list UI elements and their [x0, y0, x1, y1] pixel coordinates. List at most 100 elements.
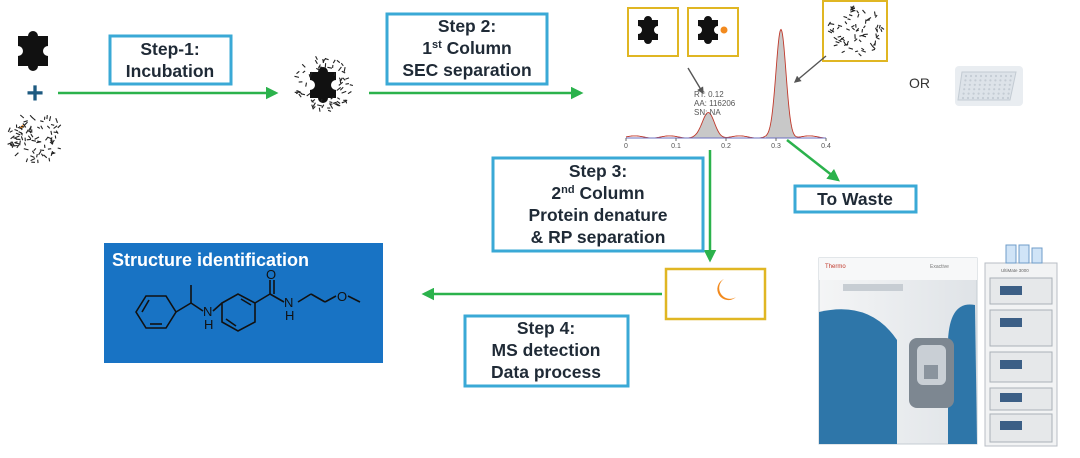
- chromatogram-trace: [625, 28, 826, 139]
- ligand-mark: [846, 28, 850, 31]
- ligand-mark: [298, 93, 302, 98]
- ligand-mark: [17, 126, 23, 130]
- ligand-mark: [850, 24, 855, 28]
- plate-well: [1009, 79, 1012, 82]
- ligand-mark: [30, 158, 36, 162]
- plate-well: [994, 74, 998, 78]
- ligand-mark: [872, 46, 876, 50]
- plate-well: [967, 92, 970, 95]
- ligand-mark: [23, 121, 28, 126]
- ms-brand-label: Thermo: [825, 264, 846, 270]
- ligand-mark: [880, 28, 883, 32]
- ligand-mark: [857, 13, 860, 18]
- plate-well: [968, 83, 971, 86]
- ligand-mark: [317, 104, 323, 107]
- amine-n-label: N: [203, 304, 212, 319]
- ligand-mark: [342, 77, 346, 81]
- ligand-mark: [850, 8, 855, 12]
- ligand-mark: [327, 66, 333, 69]
- ligand-mark: [50, 130, 53, 135]
- lc-brand-label: UltiMate 3000: [1001, 268, 1029, 273]
- ligand-mark: [873, 11, 876, 17]
- ligand-mark: [308, 74, 311, 78]
- plate-well: [979, 79, 982, 82]
- ligand-mark: [305, 82, 308, 87]
- microplate-icon: [955, 66, 1023, 106]
- ligand-mark: [341, 100, 347, 104]
- plate-well: [999, 74, 1003, 78]
- ligand-mark: [332, 59, 336, 64]
- ligand-mark: [31, 117, 36, 121]
- protein-thumb-icon: [638, 16, 658, 44]
- plate-well: [1007, 92, 1010, 95]
- plus-sign: +: [26, 77, 44, 110]
- arrow-to-waste: [786, 139, 840, 182]
- ligand-mark: [50, 150, 54, 157]
- plate-well: [994, 79, 997, 82]
- ligand-mark: [25, 129, 29, 134]
- ligand-mark: [53, 125, 58, 129]
- ligand-mark: [863, 25, 866, 29]
- ligand-mark: [327, 109, 332, 112]
- amide-n-label: N: [284, 295, 293, 310]
- ligand-mark: [15, 135, 20, 139]
- step1-label: Incubation: [126, 61, 214, 81]
- ligand-mark: [829, 29, 835, 33]
- plate-well: [996, 96, 1000, 100]
- ligand-mark: [335, 103, 341, 107]
- step4-box: [463, 314, 630, 388]
- ligand-mark: [294, 75, 300, 78]
- ligand-mark: [339, 79, 342, 84]
- ligand-mark: [315, 56, 318, 61]
- step3-rp-label: & RP separation: [531, 227, 666, 247]
- plate-well: [983, 83, 986, 86]
- chromatogram-peak-area: [766, 29, 796, 138]
- plate-well: [972, 92, 975, 95]
- ligand-mark: [833, 44, 838, 47]
- ligand-mark: [300, 93, 306, 96]
- ligand-mark: [843, 43, 849, 46]
- ligand-mark: [47, 148, 52, 150]
- plate-well: [1004, 79, 1007, 82]
- ligand-mark: [843, 15, 848, 19]
- plate-well: [1003, 88, 1006, 91]
- ligand-mark: [48, 116, 52, 122]
- plate-well: [1006, 96, 1010, 100]
- step4-title: Step 4:: [517, 318, 575, 338]
- plate-well: [989, 79, 992, 82]
- protein-puzzle-icon: [18, 31, 48, 71]
- ligand-mark: [855, 27, 860, 32]
- structure-panel: Structure identification N H N H O O: [104, 243, 383, 363]
- ligand-mark: [861, 49, 866, 53]
- ligand-library-icon: [7, 114, 62, 164]
- plate-well: [977, 92, 980, 95]
- x-tick-label: 0.3: [771, 143, 781, 150]
- ligand-mark: [28, 126, 32, 131]
- plate-well: [1002, 92, 1005, 95]
- ligand-mark: [11, 143, 14, 148]
- plate-well: [987, 92, 990, 95]
- plate-well: [973, 88, 976, 91]
- ligand-mark: [27, 135, 32, 140]
- ligand-mark: [333, 72, 336, 77]
- plate-well: [998, 88, 1001, 91]
- ligand-mark: [858, 53, 862, 57]
- ligand-mark: [859, 34, 865, 37]
- ligand-mark: [837, 35, 842, 38]
- ligand-mark: [329, 104, 334, 109]
- ligand-mark: [853, 38, 858, 42]
- ligand-mark: [10, 135, 15, 140]
- ligand-mark: [861, 29, 864, 33]
- ligand-mark: [848, 14, 853, 17]
- step3-title: Step 3:: [569, 161, 627, 181]
- ligand-mark: [874, 40, 877, 46]
- plate-well: [993, 83, 996, 86]
- ligand-mark: [12, 144, 18, 147]
- plate-well: [991, 96, 995, 100]
- peak-sn: SN: NA: [694, 108, 721, 117]
- ligand-mark: [838, 39, 842, 43]
- plate-well: [998, 83, 1001, 86]
- ligand-mark: [30, 155, 35, 159]
